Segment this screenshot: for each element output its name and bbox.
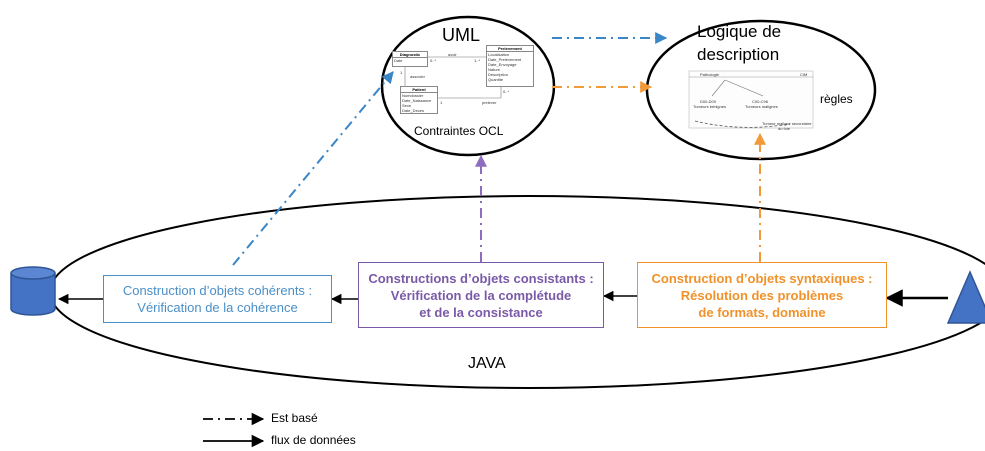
- uml-assoc-label: 1..*: [474, 58, 481, 63]
- uml-assoc-label: associer: [410, 74, 425, 79]
- uml-class-prelevement: Prelevement Localisation Date_Prelevemen…: [486, 45, 534, 87]
- logic-mini-label: Tumeurs malignes: [745, 104, 778, 109]
- uml-class-attr: Date_Envoyage: [488, 62, 517, 67]
- uml-class-name: Prelevement: [487, 46, 533, 52]
- uml-class-name: Diagnostic: [393, 52, 427, 58]
- coherent-box-line1: Construction d’objets cohérents :: [122, 283, 313, 298]
- uml-assoc-label: 0..*: [430, 58, 437, 63]
- logic-title-line1: Logique de: [697, 22, 782, 41]
- consistent-objects-box: Constructions d’objets consistants : Vér…: [358, 262, 604, 328]
- syntactic-box-line3: de formats, domaine: [698, 304, 826, 320]
- logic-mini-label: CIM: [800, 72, 808, 77]
- uml-mini-connectors: [404, 56, 502, 99]
- based-on-arrow-coherent-to-uml: [232, 71, 394, 266]
- syntactic-box-line2: Résolution des problèmes: [680, 287, 844, 303]
- uml-assoc-label: 1: [440, 100, 443, 105]
- coherent-box-line2: Vérification de la cohérence: [137, 300, 298, 315]
- consistent-box-line2: Vérification de la complétude: [390, 287, 572, 303]
- uml-title: UML: [442, 25, 481, 45]
- consistent-box-line1: Constructions d’objets consistants :: [368, 270, 594, 286]
- uml-class-diagnostic: Diagnostic Date: [392, 51, 428, 67]
- uml-class-patient: Patient Numdossier Date_Naissance Sexe D…: [400, 86, 438, 114]
- database-icon: [10, 266, 56, 316]
- uml-assoc-label: avoir: [448, 52, 457, 57]
- consistent-box-line3: et de la consistance: [419, 304, 543, 320]
- logic-title-line2: description: [697, 45, 780, 64]
- uml-class-attr: Nature: [488, 67, 501, 72]
- java-label: JAVA: [468, 355, 506, 372]
- logic-mini-diagram: [688, 70, 814, 129]
- syntactic-objects-box: Construction d’objets syntaxiques : Réso…: [637, 262, 887, 328]
- logic-rules-label: règles: [820, 92, 853, 106]
- uml-class-attr: Date_Naissance: [402, 98, 432, 103]
- uml-class-attr: Date_Deces: [402, 108, 425, 113]
- uml-class-attr: Numdossier: [402, 93, 424, 98]
- uml-class-attr: Date_Prelevement: [488, 57, 522, 62]
- logic-mini-label: Tumeurs bénignes: [693, 104, 726, 109]
- logic-mini-label: Tumeur maligne secondaire: [762, 121, 812, 126]
- logic-mini-label: du foie: [778, 126, 791, 131]
- logic-mini-label: D00-D09: [700, 99, 717, 104]
- uml-class-attr: Quantite: [488, 77, 504, 82]
- uml-assoc-label: 1: [400, 70, 403, 75]
- uml-class-name: Patient: [401, 87, 437, 93]
- uml-class-attr: Date: [394, 58, 403, 63]
- source-triangle-icon: [946, 270, 985, 324]
- uml-class-attr: Sexe: [402, 103, 412, 108]
- logic-mini-label: Pathologie: [700, 72, 719, 77]
- logic-mini-label: C00-C96: [752, 99, 769, 104]
- uml-assoc-label: 0..*: [503, 89, 510, 94]
- legend-based-on-label: Est basé: [271, 411, 318, 425]
- uml-class-attr: Description: [488, 72, 509, 77]
- uml-caption: Contraintes OCL: [414, 124, 504, 138]
- syntactic-box-line1: Construction d’objets syntaxiques :: [651, 270, 873, 286]
- coherent-objects-box: Construction d’objets cohérents : Vérifi…: [103, 275, 332, 323]
- uml-class-attr: Localisation: [488, 52, 510, 57]
- legend-data-flow-label: flux de données: [271, 433, 356, 447]
- uml-assoc-label: prelever: [482, 100, 497, 105]
